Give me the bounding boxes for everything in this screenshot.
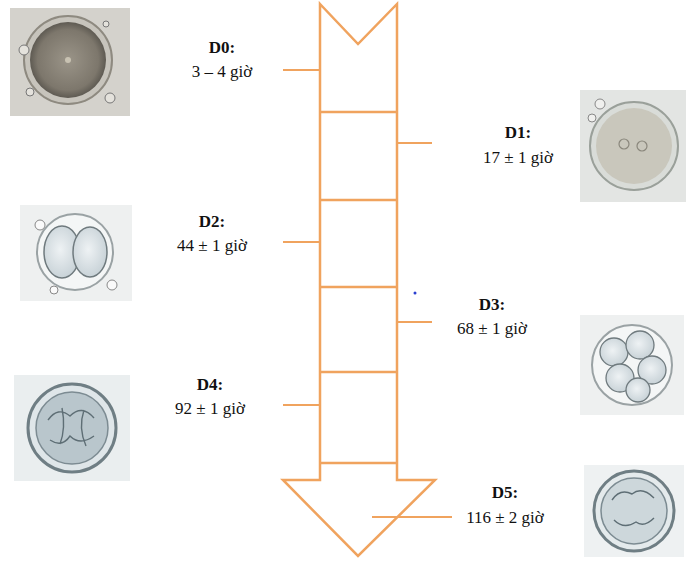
day-label: D4: [197, 375, 223, 395]
time-label: 44 ± 1 giờ [177, 236, 247, 256]
embryo-photo [584, 465, 684, 557]
time-label: 116 ± 2 giờ [466, 508, 544, 528]
day-label: D5: [492, 483, 518, 503]
embryo-photo [580, 315, 684, 415]
time-label: 17 ± 1 giờ [483, 148, 553, 168]
day-label: D1: [505, 123, 531, 143]
time-label: 92 ± 1 giờ [175, 399, 245, 419]
timeline-arrow [283, 4, 435, 556]
day-label: D0: [209, 38, 235, 58]
time-label: 68 ± 1 giờ [457, 319, 527, 339]
leader-lines [283, 70, 452, 517]
time-label: 3 – 4 giờ [192, 62, 252, 82]
day-label: D3: [479, 295, 505, 315]
embryo-photo [14, 375, 130, 481]
day-label: D2: [199, 212, 225, 232]
stray-dot [414, 292, 417, 295]
embryo-photo [20, 205, 132, 301]
embryo-photo [10, 8, 130, 116]
embryo-photo [580, 90, 686, 202]
